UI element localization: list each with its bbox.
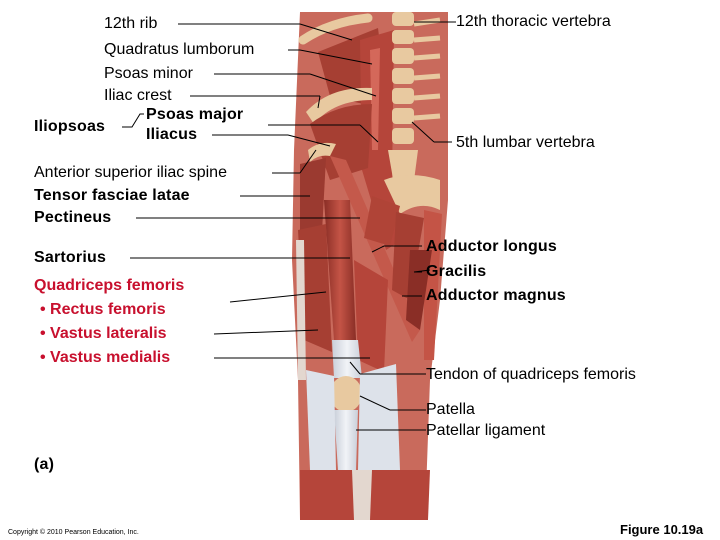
sartorius-muscle [330,156,420,342]
quadriceps-tendon [332,340,362,378]
leader-lines [122,21,456,431]
vastus-medialis-muscle [354,260,388,372]
knee-retinaculum-medial [358,364,400,470]
label-quadriceps-femoris: Quadriceps femoris [34,277,185,294]
label-patellar-ligament: Patellar ligament [426,422,546,439]
label-vastus-medialis: • Vastus medialis [40,349,171,366]
label-psoas-minor: Psoas minor [104,65,193,82]
figure-number: Figure 10.19a [620,522,704,537]
tibia-bone [352,470,372,520]
label-iliac-crest: Iliac crest [104,87,172,104]
label-tensor-fasciae-latae: Tensor fasciae latae [34,187,190,204]
knee-retinaculum [306,370,336,470]
label-iliopsoas: Iliopsoas [34,118,106,135]
label-patella: Patella [426,401,475,418]
pelvis-bone [384,175,440,214]
iliac-crest-bone [306,87,372,124]
label-gracilis: Gracilis [426,263,487,280]
label-psoas-major: Psoas major [146,106,244,123]
label-sartorius: Sartorius [34,249,107,266]
label-adductor-magnus: Adductor magnus [426,287,566,304]
label-12th-rib: 12th rib [104,15,158,32]
patellar-ligament [334,410,358,470]
asis-bone [308,142,336,162]
panel-label: (a) [34,456,55,473]
adductor-magnus-muscle [406,250,432,330]
label-12th-thoracic-vertebra: 12th thoracic vertebra [456,13,611,30]
rib-12-bone [298,13,373,45]
gracilis-muscle [424,210,442,360]
label-quadratus-lumborum: Quadratus lumborum [104,41,255,58]
pectineus-muscle [364,196,400,246]
label-5th-lumbar-vertebra: 5th lumbar vertebra [456,134,595,151]
vastus-lateralis-muscle [298,224,332,352]
label-pectineus: Pectineus [34,209,112,226]
tensor-fasciae-latae-muscle [300,158,326,236]
label-quadriceps-tendon: Tendon of quadriceps femoris [426,366,636,383]
copyright-notice: Copyright © 2010 Pearson Education, Inc. [8,529,139,536]
psoas-minor-muscle [370,48,380,150]
label-rectus-femoris: • Rectus femoris [40,301,166,318]
adductor-longus-muscle [392,212,424,300]
iliotibial-tract [296,240,306,380]
label-asis: Anterior superior iliac spine [34,164,227,181]
label-adductor-longus: Adductor longus [426,238,557,255]
patella-bone [330,376,362,412]
label-vastus-lateralis: • Vastus lateralis [40,325,167,342]
label-iliacus: Iliacus [146,126,198,143]
rectus-femoris-muscle [324,200,356,340]
